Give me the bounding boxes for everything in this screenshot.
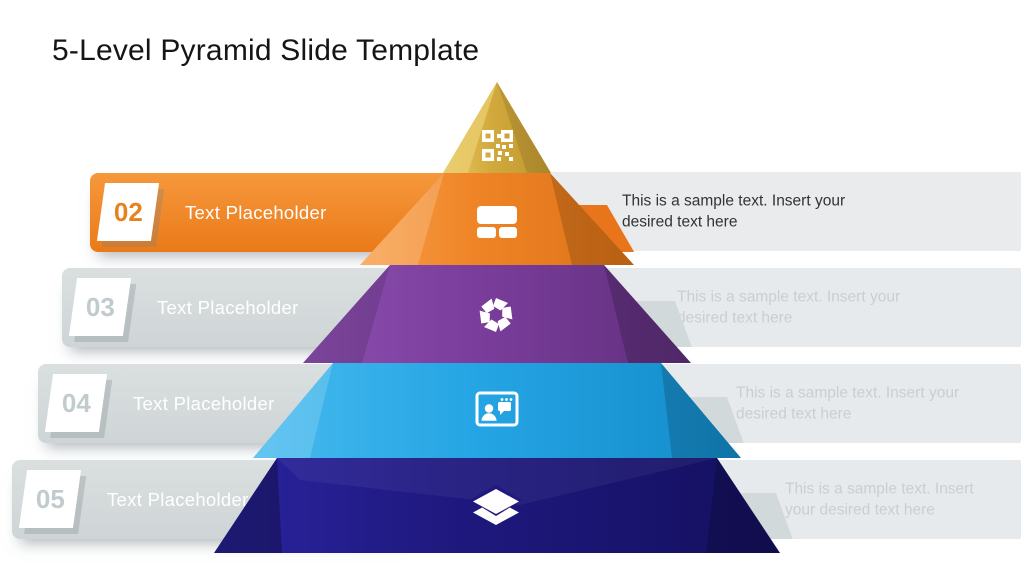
layout-icon [477, 206, 517, 238]
pyramid-level-2[interactable] [360, 173, 634, 265]
row-05-number: 05 [35, 483, 65, 514]
row-05-label[interactable]: Text Placeholder [107, 488, 249, 510]
sample-text-1[interactable]: This is a sample text. Insert your desir… [622, 192, 846, 231]
row-04-badge: 04 [44, 374, 108, 432]
row-02-badge: 02 [96, 183, 160, 241]
qr-code-icon [482, 130, 513, 161]
row-03-label[interactable]: Text Placeholder [157, 296, 299, 318]
pyramid-level-1[interactable] [443, 82, 551, 173]
sample-text-2[interactable]: This is a sample text. Insert your desir… [677, 288, 901, 327]
aperture-icon [479, 298, 513, 332]
video-call-icon [475, 391, 519, 427]
layers-icon [470, 485, 522, 525]
row-05-badge: 05 [18, 470, 82, 528]
row-04-label[interactable]: Text Placeholder [133, 392, 275, 414]
slide-title[interactable]: 5-Level Pyramid Slide Template [52, 34, 480, 67]
pyramid-level-4[interactable] [253, 363, 741, 458]
row-03-badge: 03 [68, 278, 132, 336]
row-03-number: 03 [85, 291, 115, 322]
pyramid-level-3[interactable] [303, 265, 691, 363]
row-04-number: 04 [61, 387, 91, 418]
sample-text-3[interactable]: This is a sample text. Insert your desir… [736, 384, 960, 423]
pyramid-level-5[interactable] [214, 458, 780, 553]
row-02-number: 02 [113, 196, 143, 227]
row-02-label[interactable]: Text Placeholder [185, 201, 327, 223]
sample-text-4[interactable]: This is a sample text. Insert your desir… [785, 480, 974, 519]
